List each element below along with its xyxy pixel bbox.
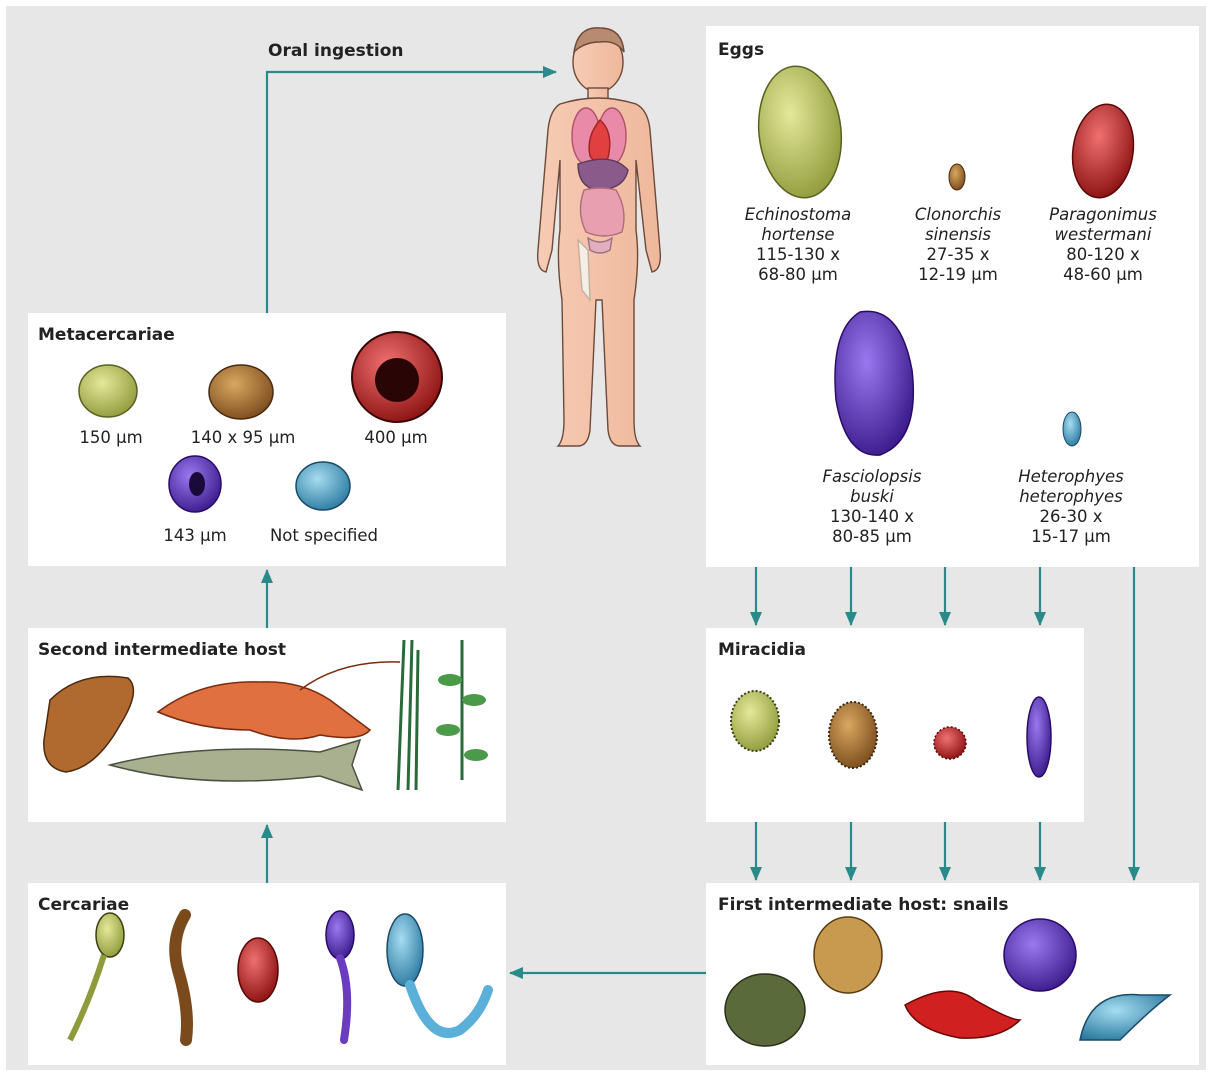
metacercaria-green (79, 365, 137, 417)
cercaria-red (238, 938, 278, 1002)
cercaria-green-body (96, 913, 124, 957)
cercaria-brown (175, 915, 187, 1040)
miracidium-red (934, 727, 966, 759)
miracidium-brown (829, 702, 877, 768)
arrows (267, 72, 1134, 973)
water-plant-reed (398, 640, 418, 790)
snail-purple (1004, 919, 1076, 991)
second-host-illustrations (44, 640, 488, 790)
snails-illustrations (725, 917, 1170, 1046)
miracidium-green (731, 691, 779, 751)
egg-fasciolopsis (835, 311, 913, 455)
egg-echinostoma (752, 62, 847, 202)
cercaria-purple-body (326, 911, 354, 959)
snail-tan (814, 917, 882, 993)
cercariae-illustrations (70, 911, 488, 1040)
snail-dark-green (725, 974, 805, 1046)
cercaria-blue-tail (410, 985, 488, 1033)
cercaria-blue-body (387, 914, 423, 986)
miracidia-illustrations (731, 691, 1051, 777)
cercaria-purple-tail (340, 958, 347, 1040)
miracidium-purple (1027, 697, 1051, 777)
egg-heterophyes (1063, 412, 1081, 446)
metacercariae-illustrations (79, 332, 442, 512)
arrow-oral-ingestion (267, 72, 556, 313)
fish (110, 740, 362, 790)
metacercaria-blue (296, 462, 350, 510)
egg-paragonimus (1067, 100, 1139, 201)
crayfish (158, 682, 370, 739)
clam-shell (44, 676, 134, 772)
egg-clonorchis (949, 164, 965, 190)
snail-blue (1080, 995, 1170, 1040)
human-figure (538, 28, 661, 446)
eggs-illustrations (752, 62, 1139, 455)
snail-red (905, 991, 1020, 1038)
metacercaria-brown (209, 365, 273, 419)
cercaria-green-tail (70, 955, 104, 1040)
